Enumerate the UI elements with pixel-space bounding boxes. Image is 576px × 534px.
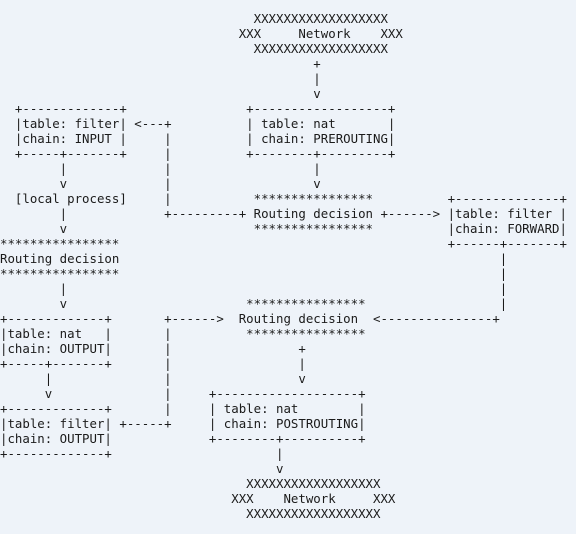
diagram-line: +-----+-------+ | +--------+---------+ bbox=[0, 146, 396, 161]
diagram-line: +-------------+ +------> Routing decisio… bbox=[0, 311, 500, 326]
diagram-line: XXX Network XXX bbox=[0, 491, 396, 506]
diagram-line: XXXXXXXXXXXXXXXXXX bbox=[0, 11, 388, 26]
diagram-line: v | +-------------------+ bbox=[0, 386, 366, 401]
diagram-line: +-----+-------+ | | bbox=[0, 356, 306, 371]
diagram-line: |chain: OUTPUT| +--------+----------+ bbox=[0, 431, 366, 446]
diagram-line: | | v bbox=[0, 371, 306, 386]
diagram-line: [local process] | **************** +----… bbox=[0, 191, 567, 206]
diagram-line: XXXXXXXXXXXXXXXXXX bbox=[0, 41, 388, 56]
diagram-line: |table: filter| +-----+ | chain: POSTROU… bbox=[0, 416, 366, 431]
diagram-line: +-------------+ | bbox=[0, 446, 284, 461]
diagram-line: | | bbox=[0, 281, 508, 296]
diagram-line: XXXXXXXXXXXXXXXXXX bbox=[0, 476, 381, 491]
diagram-line: XXX Network XXX bbox=[0, 26, 403, 41]
diagram-line: +-------------+ +------------------+ bbox=[0, 101, 396, 116]
diagram-line: v bbox=[0, 461, 284, 476]
diagram-line: v **************** |chain: FORWARD| bbox=[0, 221, 567, 236]
diagram-line: +-------------+ | | table: nat | bbox=[0, 401, 366, 416]
diagram-line: |chain: OUTPUT| | + bbox=[0, 341, 306, 356]
diagram-line: v bbox=[0, 86, 321, 101]
diagram-line: v | v bbox=[0, 176, 321, 191]
diagram-line: |table: nat | | **************** bbox=[0, 326, 366, 341]
diagram-line: XXXXXXXXXXXXXXXXXX bbox=[0, 506, 381, 521]
diagram-line: + bbox=[0, 56, 321, 71]
diagram-line: | bbox=[0, 71, 321, 86]
diagram-line: v **************** | bbox=[0, 296, 508, 311]
diagram-line: Routing decision | bbox=[0, 251, 508, 266]
diagram-line: |table: filter| <---+ | table: nat | bbox=[0, 116, 396, 131]
diagram-line: **************** +------+-------+ bbox=[0, 236, 567, 251]
diagram-line: | | | bbox=[0, 161, 321, 176]
diagram-line: **************** | bbox=[0, 266, 508, 281]
diagram-line: |chain: INPUT | | | chain: PREROUTING| bbox=[0, 131, 396, 146]
diagram-line: | +---------+ Routing decision +------> … bbox=[0, 206, 567, 221]
